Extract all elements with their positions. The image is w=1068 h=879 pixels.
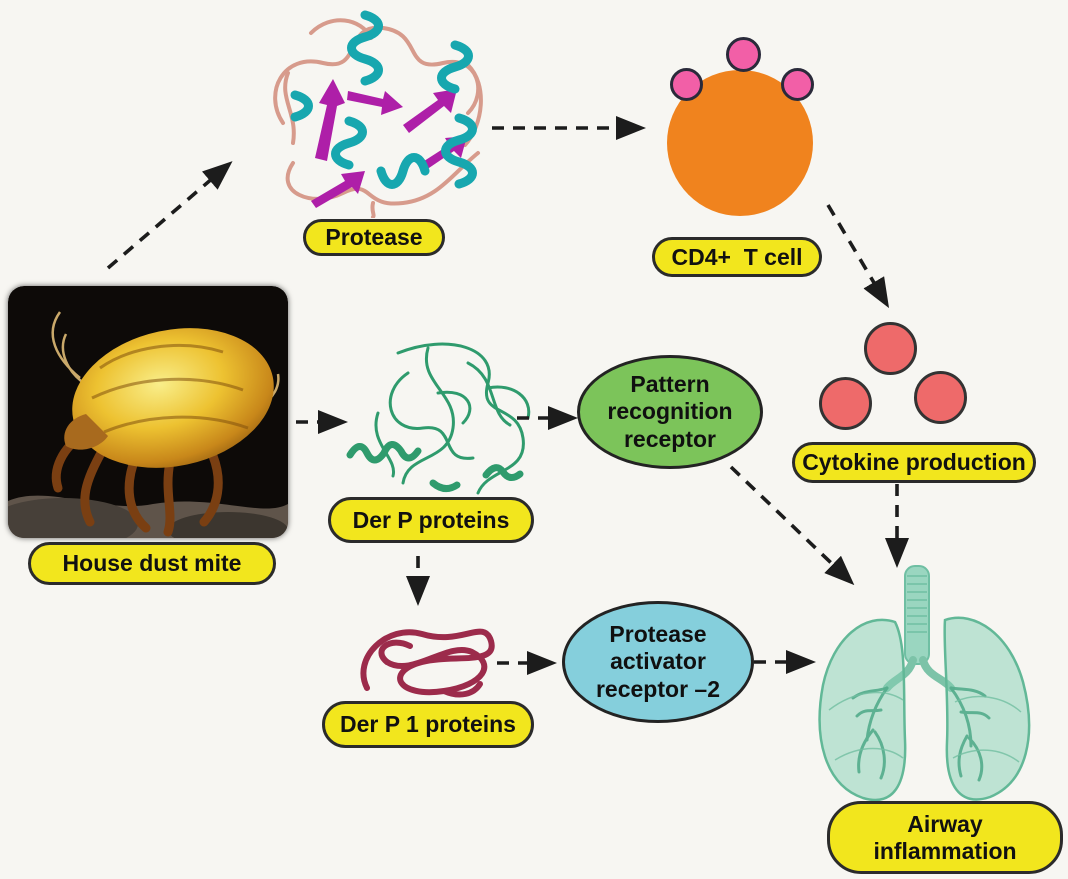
der-p-proteins-structure-image <box>346 342 531 495</box>
arrow-cd4-to-cytokines <box>826 204 890 309</box>
protease-activator-receptor-2-node: Protease activator receptor –2 <box>562 601 754 723</box>
cytokine-dot-icon <box>864 322 917 375</box>
prr-label-line: Pattern <box>630 371 710 398</box>
cd4-receptor-icon <box>670 68 703 101</box>
prr-label-line: receptor <box>623 425 717 452</box>
pattern-recognition-receptor-node: Pattern recognition receptor <box>577 355 763 469</box>
protease-label: Protease <box>303 219 445 256</box>
lungs-image <box>818 565 1031 802</box>
airway-inflammation-label: Airway inflammation <box>827 801 1063 874</box>
airway-label-line: Airway <box>907 811 983 838</box>
cd4-t-cell-label: CD4+ T cell <box>652 237 822 277</box>
house-dust-mite-label: House dust mite <box>28 542 276 585</box>
par2-label-line: Protease <box>609 621 707 648</box>
cd4-receptor-icon <box>781 68 814 101</box>
cytokine-dot-icon <box>914 371 967 424</box>
cd4-receptor-icon <box>726 37 761 72</box>
house-dust-mite-photo <box>8 286 288 538</box>
der-p-1-proteins-label: Der P 1 proteins <box>322 701 534 748</box>
airway-label-line: inflammation <box>873 837 1017 864</box>
cytokine-dot-icon <box>819 377 872 430</box>
der-p-1-proteins-structure-image <box>360 628 495 698</box>
cytokine-production-label: Cytokine production <box>792 442 1036 483</box>
par2-label-line: activator <box>610 648 706 675</box>
par2-label-line: receptor –2 <box>595 675 720 702</box>
der-p-proteins-label: Der P proteins <box>328 497 534 543</box>
protease-structure-image <box>273 10 483 218</box>
prr-label-line: recognition <box>607 398 733 425</box>
arrow-mite-to-protease <box>106 161 233 270</box>
